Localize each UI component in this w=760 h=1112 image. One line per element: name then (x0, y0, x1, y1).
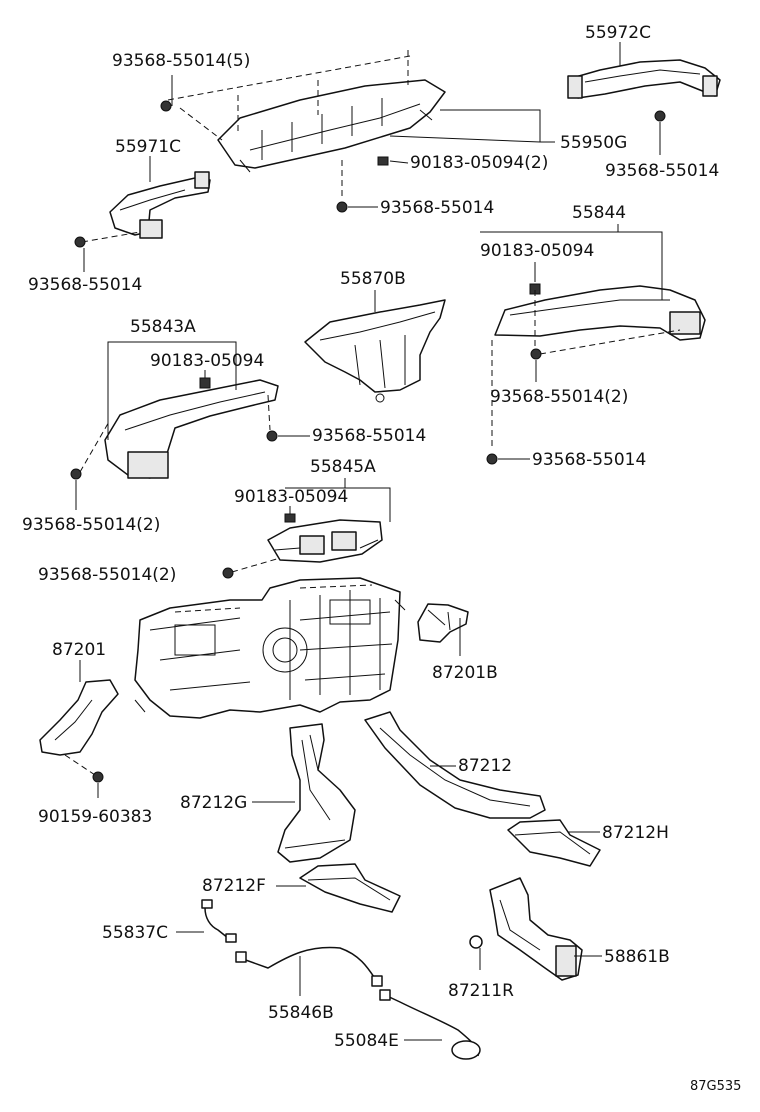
label-55972c: 55972C (585, 23, 651, 43)
duct-87212[interactable] (364, 711, 546, 819)
duct-87212g[interactable] (277, 723, 356, 863)
duct-87212h[interactable] (507, 819, 601, 867)
label-93568-55014-center2: 93568-55014 (312, 426, 426, 446)
bolt-icon (92, 771, 104, 783)
label-90183-05094-2: 90183-05094(2) (410, 153, 548, 173)
label-93568-55014-2-center: 93568-55014(2) (38, 565, 176, 585)
duct-58861b[interactable] (489, 877, 583, 981)
label-55950g: 55950G (560, 133, 627, 153)
label-90183-05094-left: 90183-05094 (150, 351, 264, 371)
label-55843a: 55843A (130, 317, 196, 337)
label-55844: 55844 (572, 203, 626, 223)
label-87211r: 87211R (448, 981, 514, 1001)
clip-icon (284, 513, 296, 523)
duct-55870b[interactable] (304, 299, 446, 403)
label-90183-05094-center: 90183-05094 (234, 487, 348, 507)
duct-55972c[interactable] (567, 59, 721, 99)
label-55845a: 55845A (310, 457, 376, 477)
bolt-icon (160, 100, 389, 213)
bolt-icon (222, 567, 234, 579)
label-58861b: 58861B (604, 947, 670, 967)
label-87212: 87212 (458, 756, 512, 776)
duct-55971c[interactable] (109, 171, 211, 239)
bolt-icon (70, 468, 82, 480)
label-87201b: 87201B (432, 663, 498, 683)
duct-55950g[interactable] (217, 79, 446, 173)
bolt-icon (266, 430, 278, 442)
bolt-icon (74, 236, 86, 248)
vent-55845a[interactable] (267, 519, 383, 563)
label-87212h: 87212H (602, 823, 669, 843)
bolt-icon (654, 110, 666, 122)
clip-icon (469, 935, 483, 949)
label-93568-55014-2-left: 93568-55014(2) (22, 515, 160, 535)
clip-icon (199, 377, 211, 389)
hose-55084e[interactable] (379, 989, 481, 1060)
label-55837c: 55837C (102, 923, 168, 943)
duct-55843a[interactable] (104, 379, 279, 479)
duct-87201[interactable] (39, 679, 119, 756)
diagram-reference-code: 87G535 (690, 1079, 741, 1094)
label-87212g: 87212G (180, 793, 247, 813)
label-93568-55014-2-right: 93568-55014(2) (490, 387, 628, 407)
label-55870b: 55870B (340, 269, 406, 289)
bolt-icon (530, 348, 542, 360)
duct-87212f[interactable] (299, 863, 401, 913)
label-93568-55014-5: 93568-55014(5) (112, 51, 250, 71)
label-93568-55014-topright: 93568-55014 (605, 161, 719, 181)
label-93568-55014-left: 93568-55014 (28, 275, 142, 295)
label-55971c: 55971C (115, 137, 181, 157)
bracket-87201b[interactable] (417, 603, 469, 643)
label-90159-60383: 90159-60383 (38, 807, 152, 827)
bolt-icon (486, 453, 498, 465)
label-55084e: 55084E (334, 1031, 399, 1051)
hose-55837c[interactable] (201, 899, 237, 943)
hvac-unit-housing[interactable] (134, 577, 406, 719)
hose-55846b[interactable] (235, 946, 383, 987)
duct-55844[interactable] (494, 285, 706, 341)
dash-lines-55950g (167, 50, 411, 198)
label-87201: 87201 (52, 640, 106, 660)
label-90183-05094-right: 90183-05094 (480, 241, 594, 261)
label-87212f: 87212F (202, 876, 266, 896)
label-55846b: 55846B (268, 1003, 334, 1023)
label-93568-55014-center1: 93568-55014 (380, 198, 494, 218)
label-93568-55014-right2: 93568-55014 (532, 450, 646, 470)
